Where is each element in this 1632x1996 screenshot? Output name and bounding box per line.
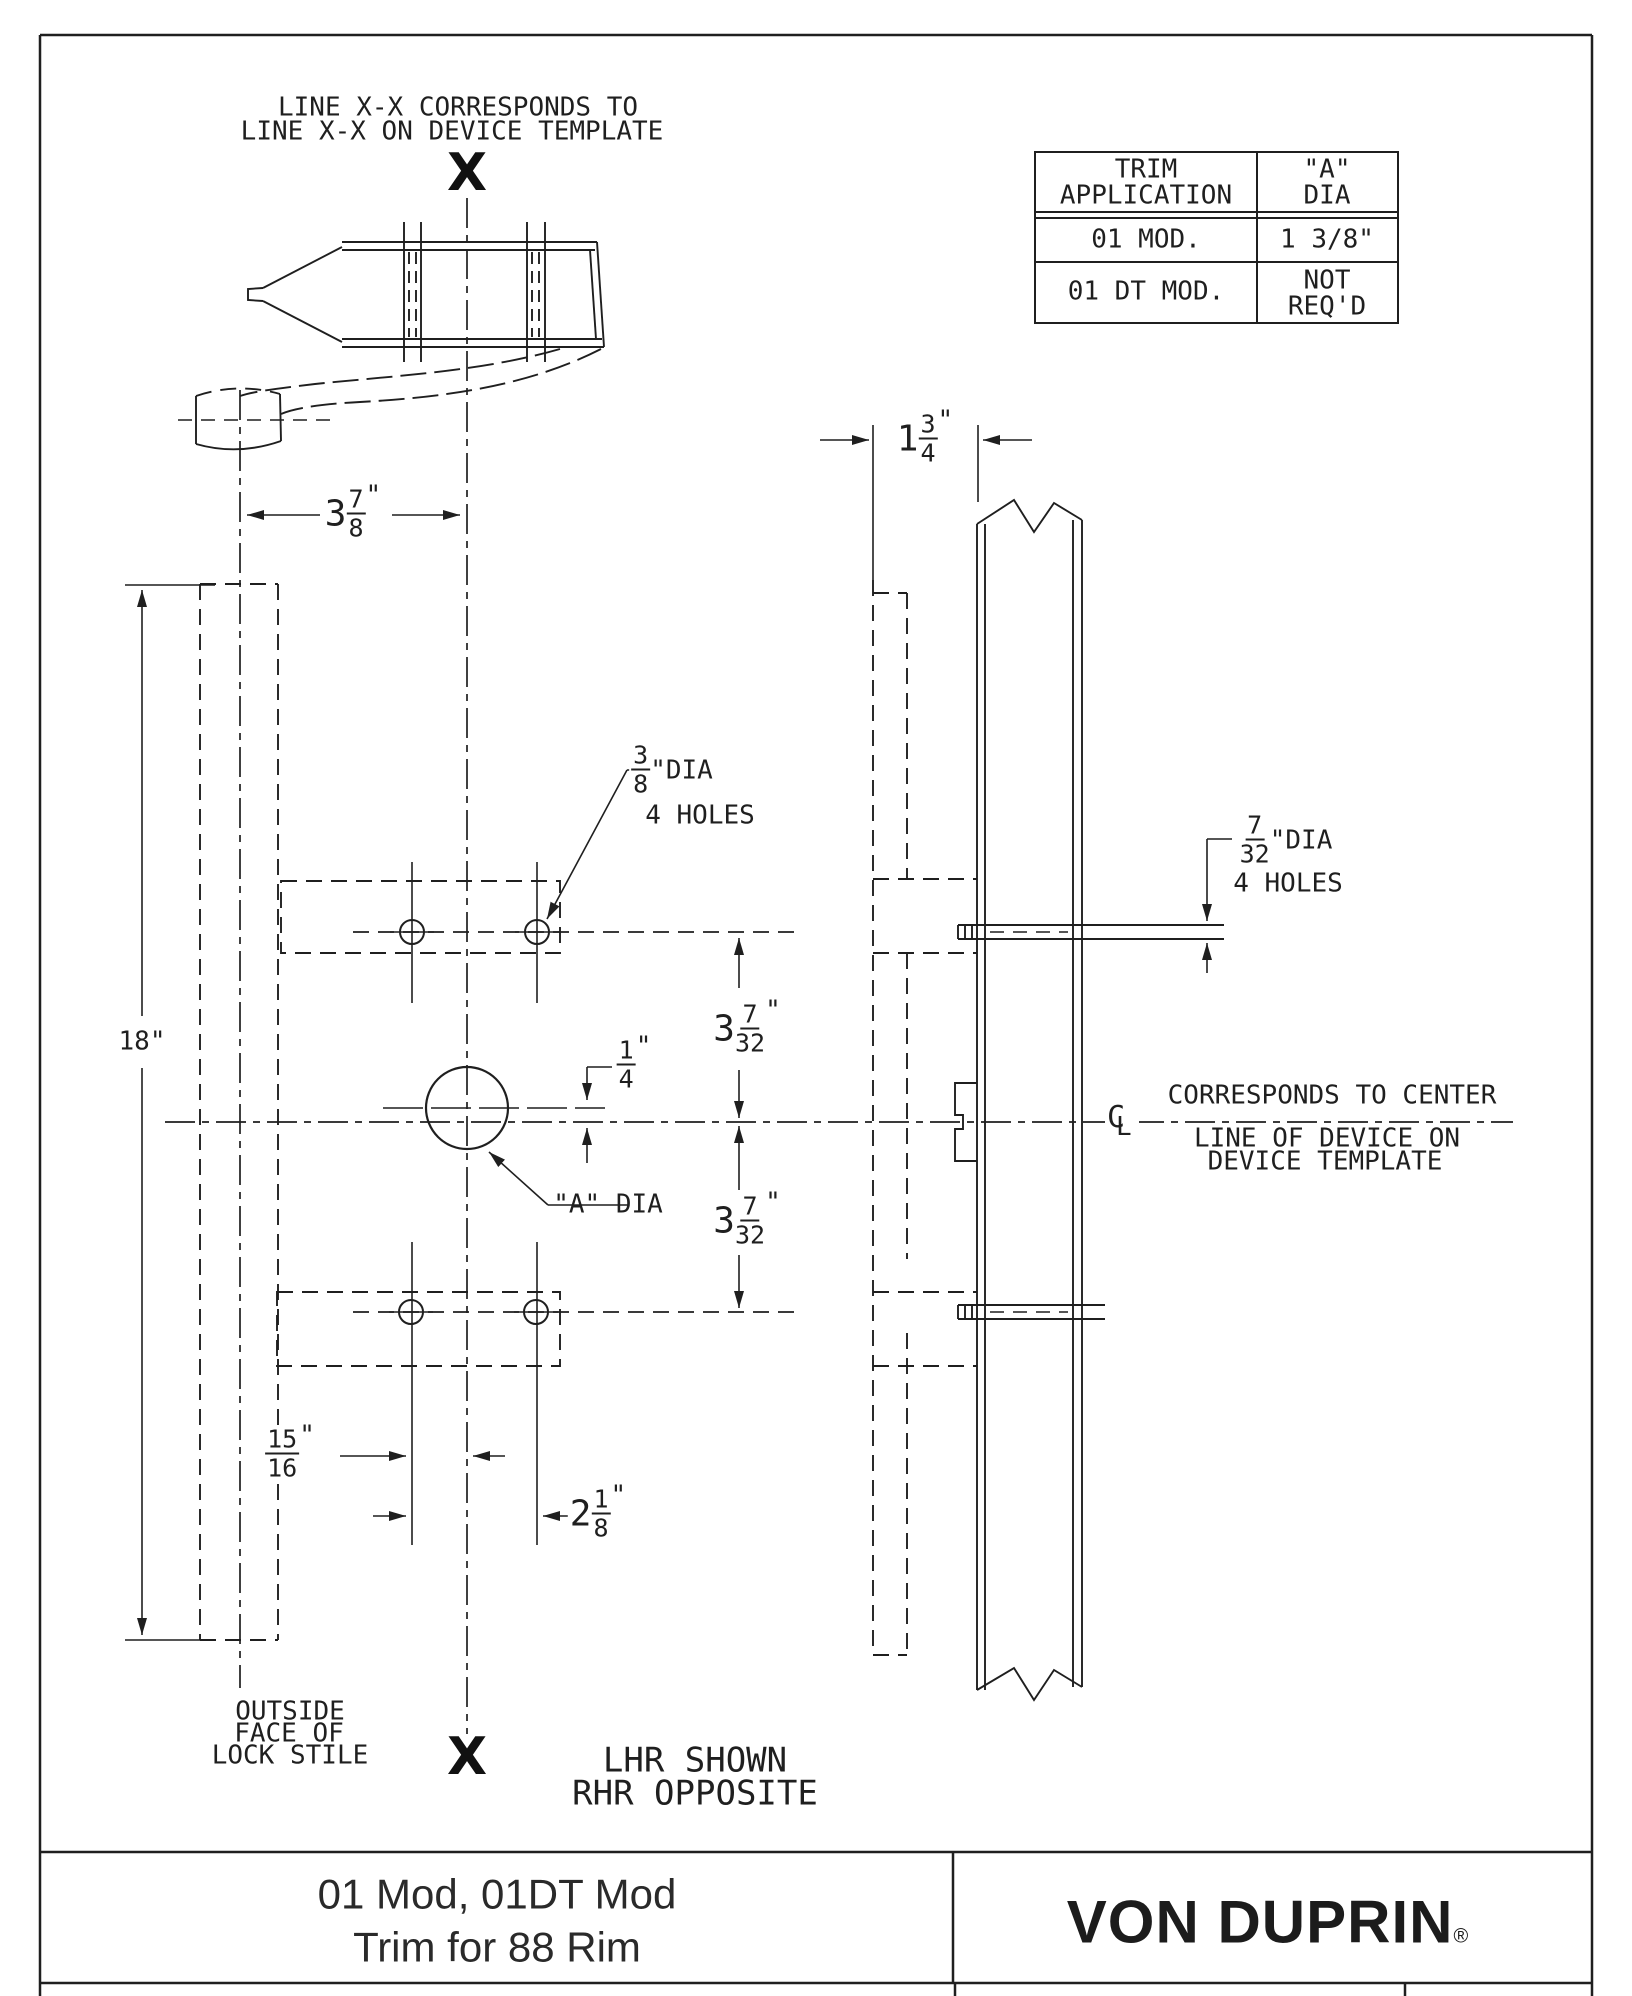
table-row1-dia: 1 3/8" bbox=[1280, 224, 1374, 255]
dim-value: 8 bbox=[633, 769, 649, 799]
dim-value: 3 bbox=[324, 493, 347, 534]
centerline-symbol-c: C bbox=[1107, 1100, 1126, 1135]
top-note-line2: LINE X-X ON DEVICE TEMPLATE bbox=[240, 116, 664, 147]
table-row2-application: 01 DT MOD. bbox=[1067, 276, 1225, 307]
brand-logo-text: VON DUPRIN bbox=[1066, 1888, 1454, 1956]
sheet-border bbox=[38, 33, 1594, 1996]
dim-value: 4 bbox=[920, 438, 936, 468]
dim-suffix: "DIA bbox=[1269, 825, 1333, 855]
centerlines bbox=[165, 198, 1513, 1734]
dim-value: 16 bbox=[267, 1453, 298, 1483]
mounting-hole bbox=[399, 919, 425, 945]
outside-face-line2: FACE OF bbox=[234, 1718, 344, 1749]
dim-value: 1 bbox=[896, 418, 919, 459]
trim-table-grid bbox=[1034, 151, 1399, 324]
table-header-application-line2: APPLICATION bbox=[1059, 180, 1233, 211]
mounting-hole bbox=[523, 1299, 549, 1325]
dim-unit: " bbox=[365, 480, 382, 511]
dim-value: 2 bbox=[569, 1493, 592, 1534]
break-line-top bbox=[976, 498, 1083, 534]
dim-3-8-holes: 4 HOLES bbox=[645, 800, 755, 831]
dim-unit: " bbox=[610, 1480, 627, 1511]
table-row1-application: 01 MOD. bbox=[1091, 224, 1201, 255]
dim-unit: " bbox=[765, 995, 781, 1026]
mounting-holes bbox=[398, 919, 550, 1325]
table-header-application-line1: TRIM bbox=[1114, 154, 1178, 185]
center-note-line1: CORRESPONDS TO CENTER bbox=[1163, 1082, 1501, 1111]
dim-18: 18" bbox=[114, 1028, 170, 1057]
dim-unit: " bbox=[765, 1187, 781, 1218]
dim-unit: " bbox=[635, 1031, 652, 1062]
dim-value: 7 bbox=[346, 484, 366, 515]
dim-value: 3 bbox=[918, 409, 938, 440]
centerline-symbol-l: L bbox=[1116, 1112, 1132, 1142]
handing-note-line2: RHR OPPOSITE bbox=[572, 1773, 818, 1814]
bottom-mounting-plate bbox=[276, 1291, 561, 1367]
dim-unit: " bbox=[937, 405, 954, 436]
dim-value: 1 bbox=[616, 1035, 636, 1066]
break-line-bottom bbox=[976, 1666, 1083, 1702]
dim-value: 7 bbox=[740, 999, 760, 1030]
latch-bracket bbox=[954, 1082, 977, 1162]
dim-value: 8 bbox=[593, 1513, 609, 1543]
dim-value: 15 bbox=[265, 1424, 300, 1455]
table-header-dia-line2: DIA bbox=[1303, 180, 1351, 211]
dim-value: 3 bbox=[713, 1008, 735, 1049]
dim-value: 32 bbox=[1239, 839, 1270, 869]
outside-face-line1: OUTSIDE bbox=[235, 1696, 345, 1727]
dim-value: 1 bbox=[591, 1484, 611, 1515]
lever-handle bbox=[178, 222, 605, 451]
hole-extension-lines bbox=[389, 862, 559, 1545]
table-header-dia-line1: "A" bbox=[1303, 154, 1351, 185]
top-mounting-plate bbox=[280, 880, 561, 954]
dim-value: 4 bbox=[618, 1064, 634, 1094]
dim-7-32-holes: 4 HOLES bbox=[1233, 868, 1343, 899]
side-view bbox=[872, 425, 1224, 1702]
mounting-hole bbox=[398, 1299, 424, 1325]
dim-value: 3 bbox=[713, 1200, 735, 1241]
x-marker-top: X bbox=[446, 143, 488, 203]
dim-suffix: "DIA bbox=[650, 755, 713, 785]
dim-value: 7 bbox=[740, 1191, 760, 1222]
drawing-title-line2: Trim for 88 Rim bbox=[353, 1923, 641, 1970]
x-marker-bottom: X bbox=[446, 1727, 488, 1787]
dim-value: 7 bbox=[1245, 810, 1265, 841]
table-row2-dia-line2: REQ'D bbox=[1287, 291, 1367, 322]
brand-logo: VON DUPRIN® bbox=[1067, 1888, 1469, 1957]
table-row2-dia-line1: NOT bbox=[1303, 265, 1351, 296]
dim-value: 32 bbox=[734, 1220, 766, 1250]
dim-value: 32 bbox=[734, 1028, 766, 1058]
dimensions bbox=[125, 425, 1232, 1641]
dim-value: 3 bbox=[631, 740, 651, 771]
center-note-line2: LINE OF DEVICE ON bbox=[1193, 1123, 1461, 1154]
drawing-title-line1: 01 Mod, 01DT Mod bbox=[317, 1870, 677, 1918]
mounting-hole bbox=[524, 919, 550, 945]
registered-mark: ® bbox=[1453, 1925, 1470, 1948]
dim-a-dia-label: "A" DIA bbox=[553, 1189, 663, 1220]
centerline-symbol: C L bbox=[1105, 1100, 1139, 1144]
outside-face-line3: LOCK STILE bbox=[211, 1740, 369, 1771]
top-note-line1: LINE X-X CORRESPONDS TO bbox=[277, 92, 639, 123]
handing-note-line1: LHR SHOWN bbox=[602, 1740, 788, 1781]
dim-unit: " bbox=[299, 1420, 315, 1451]
center-note-line3: DEVICE TEMPLATE bbox=[1207, 1146, 1443, 1177]
drawing-title: 01 Mod, 01DT Mod Trim for 88 Rim bbox=[318, 1869, 677, 1974]
dim-value: 8 bbox=[348, 513, 364, 543]
a-dia-hole bbox=[424, 1065, 510, 1151]
